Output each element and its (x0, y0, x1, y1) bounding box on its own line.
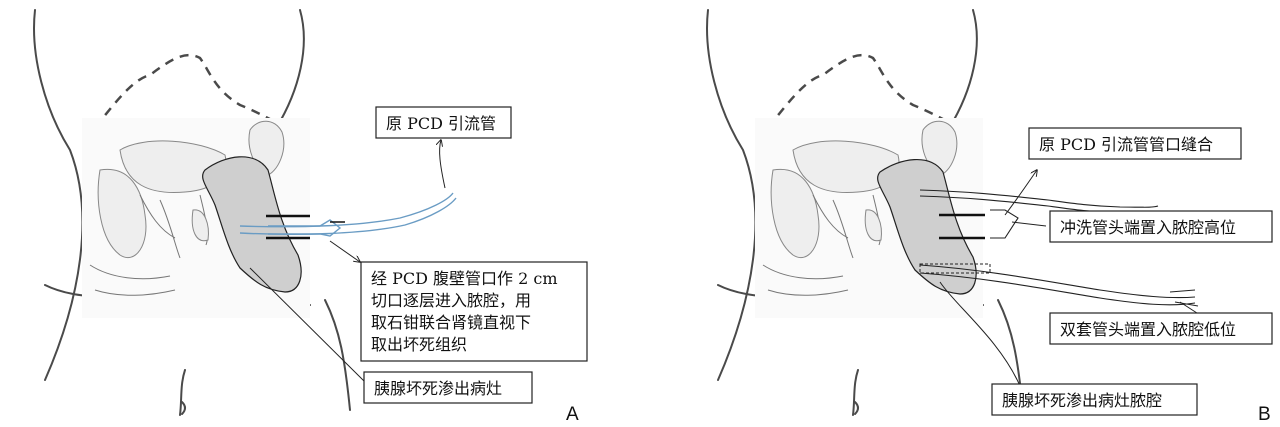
label-text: 原 PCD 引流管管口缝合 (1039, 135, 1213, 154)
label-sutured-b: 原 PCD 引流管管口缝合 (1029, 128, 1241, 159)
label-text: 原 PCD 引流管 (386, 114, 496, 133)
label-double-sleeve-b: 双套管头端置入脓腔低位 (1050, 313, 1272, 344)
label-text: 双套管头端置入脓腔低位 (1060, 320, 1236, 339)
label-lesion-cavity-b: 胰腺坏死渗出病灶脓腔 (992, 384, 1197, 415)
label-lesion-a: 胰腺坏死渗出病灶 (364, 372, 532, 403)
panel-letter-b: B (1258, 404, 1271, 425)
leader-original-tube-a (440, 140, 445, 188)
label-irrigation-b: 冲洗管头端置入脓腔高位 (1050, 211, 1272, 242)
label-procedure-a: 经 PCD 腹壁管口作 2 cm 切口逐层进入脓腔，用 取石钳联合肾镜直视下 取… (361, 262, 587, 361)
procedure-line-4: 取出坏死组织 (371, 335, 467, 354)
procedure-line-1: 经 PCD 腹壁管口作 2 cm (371, 269, 558, 288)
panel-b: 原 PCD 引流管管口缝合 冲洗管头端置入脓腔高位 双套管头端置入脓腔低位 胰腺… (707, 10, 1272, 425)
leader-sutured-b (1005, 170, 1037, 215)
label-original-tube-a: 原 PCD 引流管 (376, 107, 511, 138)
label-text: 胰腺坏死渗出病灶脓腔 (1002, 391, 1162, 410)
label-text: 胰腺坏死渗出病灶 (374, 379, 502, 398)
leader-procedure-a (330, 241, 360, 262)
procedure-line-3: 取石钳联合肾镜直视下 (371, 313, 531, 332)
panel-a: 原 PCD 引流管 经 PCD 腹壁管口作 2 cm 切口逐层进入脓腔，用 取石… (34, 10, 587, 425)
procedure-line-2: 切口逐层进入脓腔，用 (371, 291, 531, 310)
label-text: 冲洗管头端置入脓腔高位 (1060, 218, 1236, 237)
panel-letter-a: A (566, 404, 579, 425)
leader-irrigation-b (1012, 222, 1046, 226)
